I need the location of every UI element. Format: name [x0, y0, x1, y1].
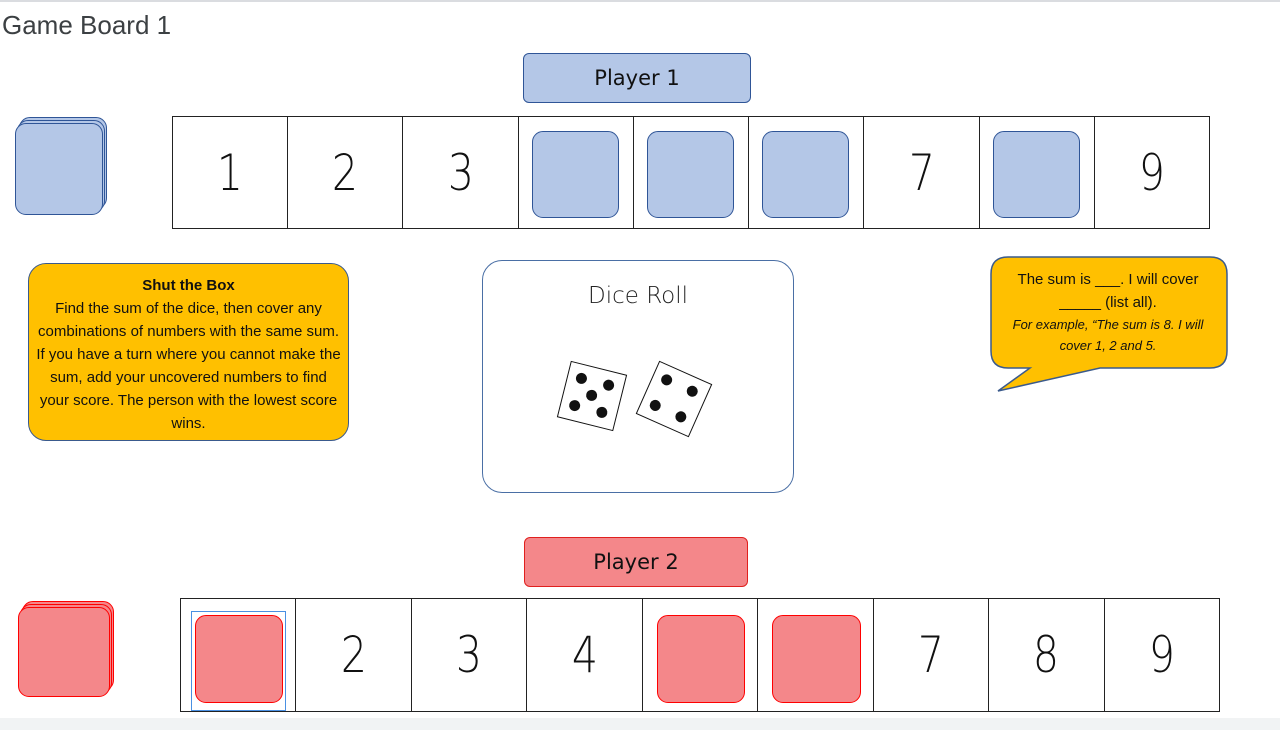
board-number: 7: [917, 626, 944, 684]
board-cell-3[interactable]: 3: [403, 117, 519, 228]
board-cell-6[interactable]: 6: [758, 599, 874, 711]
bubble-text: The sum is ___. I will cover _____ (list…: [1000, 268, 1216, 356]
sentence-example: For example, “The sum is 8. I will cover…: [1012, 317, 1204, 353]
die-pip: [574, 372, 589, 386]
sentence-frame: The sum is ___. I will cover _____ (list…: [1017, 271, 1199, 311]
top-divider: [0, 0, 1280, 2]
player2-board: 12 3 4567 8 9: [180, 598, 1220, 712]
board-number: 2: [332, 143, 359, 202]
board-number: 3: [447, 143, 474, 202]
stack-card[interactable]: [18, 607, 110, 697]
player2-cover-stack[interactable]: [18, 601, 118, 697]
die-pip: [673, 409, 688, 424]
die-pip: [648, 398, 663, 413]
selection-outline: [191, 611, 287, 711]
board-cell-5[interactable]: 5: [634, 117, 750, 228]
stack-card[interactable]: [15, 123, 103, 215]
die-pip: [659, 372, 675, 388]
cover-tile[interactable]: [656, 615, 746, 703]
rules-text: Find the sum of the dice, then cover any…: [36, 300, 341, 432]
rules-title: Shut the Box: [142, 277, 235, 294]
cover-tile[interactable]: [762, 131, 850, 218]
board-cell-7[interactable]: 7: [864, 117, 980, 228]
bottom-bar: [0, 718, 1280, 730]
board-number: 8: [1033, 626, 1060, 684]
cover-tile[interactable]: [531, 131, 619, 218]
speech-bubble-shape: [990, 256, 1228, 392]
cover-tile[interactable]: [646, 131, 735, 218]
board-cell-9[interactable]: 9: [1105, 599, 1219, 711]
board-cell-7[interactable]: 7: [874, 599, 990, 711]
board-cell-1[interactable]: 1: [181, 599, 297, 711]
board-cell-6[interactable]: 6: [749, 117, 865, 228]
board-number: 2: [340, 626, 367, 684]
die-four[interactable]: [635, 360, 713, 438]
die-pip: [584, 388, 599, 403]
die-pip: [594, 405, 609, 419]
board-cell-8[interactable]: 8: [980, 117, 1095, 228]
board-cell-5[interactable]: 5: [643, 599, 759, 711]
die-pip: [568, 398, 582, 413]
player2-label[interactable]: Player 2: [524, 537, 748, 587]
board-number: 1: [217, 143, 244, 202]
page-title: Game Board 1: [2, 10, 172, 40]
board-number: 3: [456, 626, 483, 684]
cover-tile[interactable]: [195, 615, 284, 703]
board-number: 4: [571, 626, 598, 684]
cover-tile[interactable]: [992, 131, 1080, 218]
board-cell-4[interactable]: 4: [527, 599, 643, 711]
board-number: 9: [1138, 143, 1165, 202]
board-cell-4[interactable]: 4: [519, 117, 634, 228]
board-number: 7: [908, 143, 935, 202]
rules-box: Shut the Box Find the sum of the dice, t…: [28, 263, 349, 441]
board-cell-1[interactable]: 1: [173, 117, 289, 228]
board-cell-2[interactable]: 2: [296, 599, 412, 711]
dice-roll-box: Dice Roll: [482, 260, 794, 493]
cover-tile[interactable]: [772, 615, 861, 703]
board-cell-9[interactable]: 9: [1095, 117, 1209, 228]
sentence-frame-bubble: The sum is ___. I will cover _____ (list…: [990, 256, 1228, 436]
die-pip: [684, 384, 700, 399]
dice-roll-title: Dice Roll: [587, 283, 688, 309]
player1-label[interactable]: Player 1: [523, 53, 751, 103]
board-number: 9: [1148, 626, 1175, 684]
die-five[interactable]: [556, 360, 628, 432]
player1-board: 1 2 3456789: [172, 116, 1210, 229]
board-cell-2[interactable]: 2: [288, 117, 404, 228]
board-cell-8[interactable]: 8: [989, 599, 1105, 711]
board-cell-3[interactable]: 3: [412, 599, 528, 711]
player1-cover-stack[interactable]: [15, 117, 110, 217]
die-pip: [601, 378, 615, 393]
